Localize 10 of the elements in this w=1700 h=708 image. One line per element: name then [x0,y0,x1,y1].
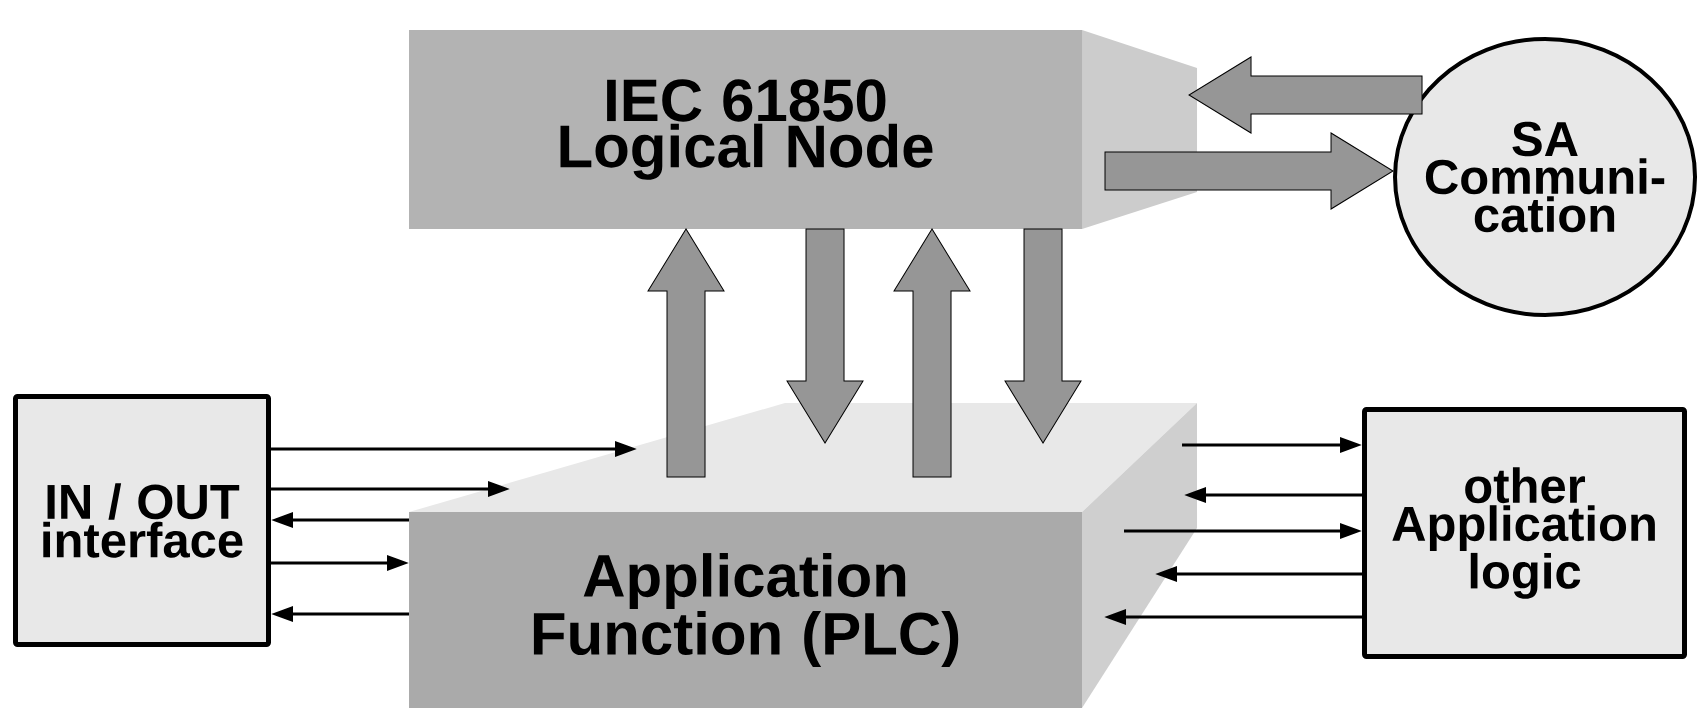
box: IN / OUT interface [13,394,271,647]
block: IEC 61850 Logical Node [409,30,1197,229]
block-arrow [786,228,864,444]
block-arrow [647,228,725,478]
box: other Application logic [1362,407,1687,659]
block-arrow [1104,132,1394,210]
block-arrow [1004,228,1082,444]
block-arrow [893,228,971,478]
block: Application Function (PLC) [409,403,1197,708]
block-arrow [1188,56,1423,134]
